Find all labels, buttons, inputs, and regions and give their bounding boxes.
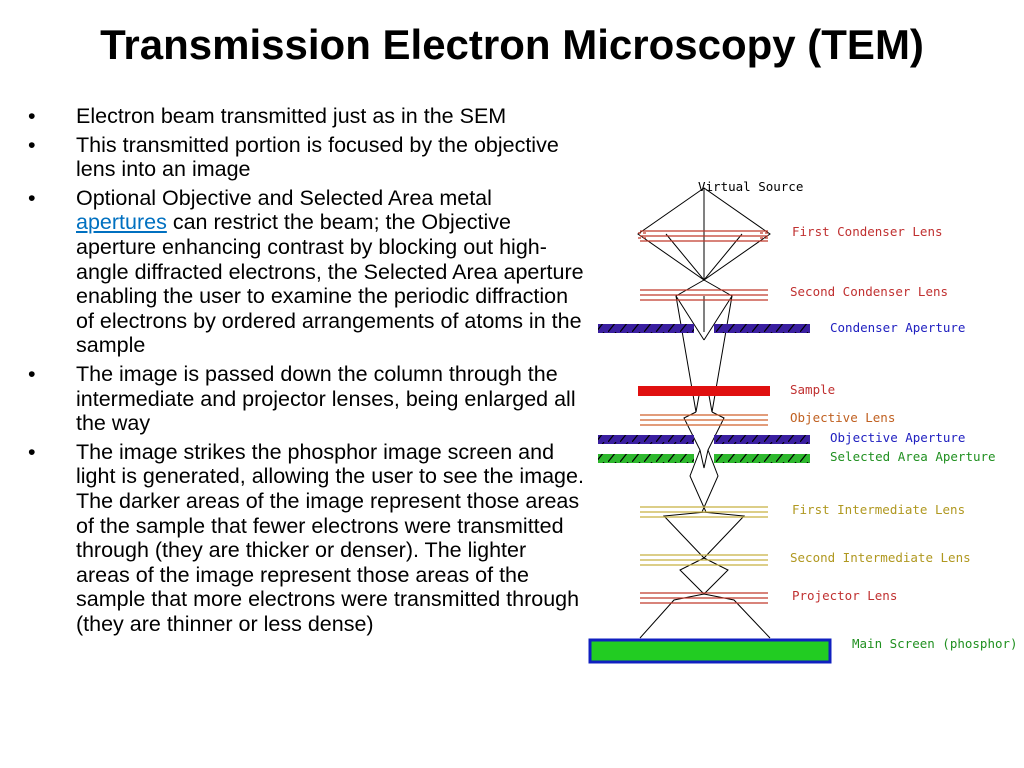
projector-lens [640,592,768,604]
label-first-intermediate-lens: First Intermediate Lens [792,502,965,517]
objective-aperture [598,435,810,444]
bullet-item: • Electron beam transmitted just as in t… [28,104,584,129]
second-condenser-lens [640,289,768,301]
condenser-aperture [598,324,810,333]
bullet-item: • The image strikes the phosphor image s… [28,440,584,637]
objective-lens [640,414,768,426]
sample-bar [638,386,770,396]
label-main-screen: Main Screen (phosphor) [852,636,1018,651]
apertures-link[interactable]: apertures [76,210,167,235]
bullet-dot: • [28,104,36,128]
bullet-item: • Optional Objective and Selected Area m… [28,186,584,358]
first-intermediate-lens [640,506,768,518]
electron-beam [637,187,771,639]
label-objective-aperture: Objective Aperture [830,430,965,445]
first-condenser-lens [638,230,768,242]
bullet-dot: • [28,361,36,386]
bullet-dot: • [28,439,36,464]
main-screen [588,638,832,664]
second-intermediate-lens [640,554,768,566]
label-sample: Sample [790,382,835,397]
label-virtual-source: Virtual Source [698,179,803,194]
bullet-list: • Electron beam transmitted just as in t… [28,104,584,640]
label-first-condenser-lens: First Condenser Lens [792,224,943,239]
bullet-dot: • [28,185,36,210]
label-condenser-aperture: Condenser Aperture [830,320,965,335]
tem-column-diagram: Virtual Source First Condenser Lens Seco… [588,179,1018,664]
bullet-dot: • [28,132,36,157]
label-second-intermediate-lens: Second Intermediate Lens [790,550,971,565]
bullet-item: • This transmitted portion is focused by… [28,133,584,182]
label-projector-lens: Projector Lens [792,588,897,603]
label-objective-lens: Objective Lens [790,410,895,425]
slide-title: Transmission Electron Microscopy (TEM) [100,21,924,68]
bullet-item: • The image is passed down the column th… [28,362,584,436]
label-second-condenser-lens: Second Condenser Lens [790,284,948,299]
bullet-text: This transmitted portion is focused by t… [76,132,559,182]
bullet-text-part: can restrict the beam; the Objective ape… [76,210,584,358]
selected-area-aperture [598,454,810,463]
bullet-text: The image strikes the phosphor image scr… [76,439,584,636]
label-selected-area-aperture: Selected Area Aperture [830,449,996,464]
bullet-text: Electron beam transmitted just as in the… [76,104,507,128]
bullet-text: The image is passed down the column thro… [76,361,576,436]
bullet-text-part: Optional Objective and Selected Area met… [76,185,492,210]
